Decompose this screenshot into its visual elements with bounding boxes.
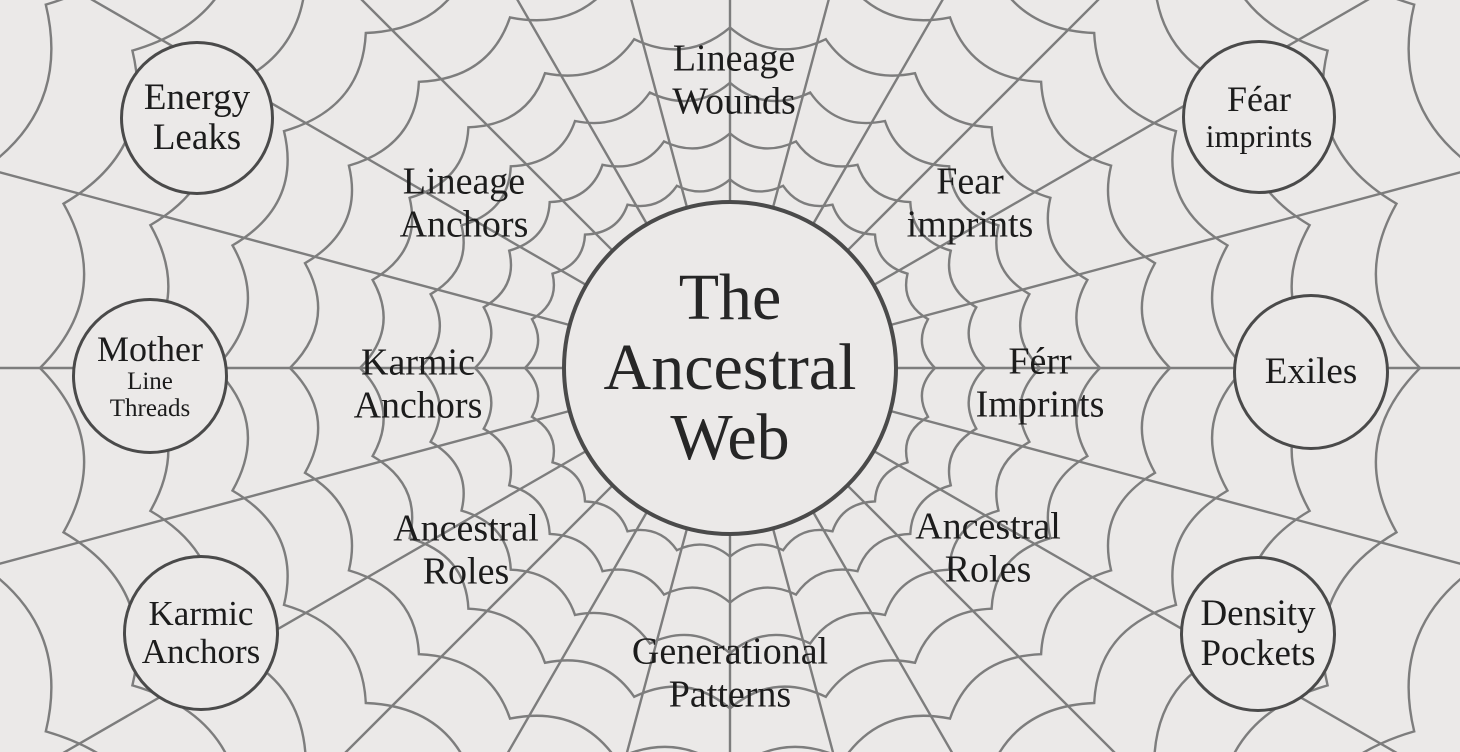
- label-fear-imprints-inner: Fear imprints: [906, 160, 1034, 245]
- label-lineage-wounds: Lineage Wounds: [672, 37, 796, 122]
- center-hub-title: The Ancestral Web: [562, 200, 898, 536]
- node-karmic-anchors: Karmic Anchors: [123, 555, 279, 711]
- label-ancestral-roles-left: Ancestral Roles: [393, 507, 539, 592]
- node-density-pockets: Density Pockets: [1180, 556, 1336, 712]
- node-energy-leaks: Energy Leaks: [120, 41, 274, 195]
- title-line-3: Web: [670, 400, 790, 474]
- node-fear-imprints: Féar imprints: [1182, 40, 1336, 194]
- title-line-2: Ancestral: [603, 331, 857, 405]
- node-mother-line-threads: Mother Line Threads: [72, 298, 228, 454]
- node-exiles: Exiles: [1233, 294, 1389, 450]
- label-karmic-anchors-inner: Karmic Anchors: [353, 341, 483, 426]
- label-ancestral-roles-right: Ancestral Roles: [915, 505, 1061, 590]
- label-ferr-imprints: Férr Imprints: [975, 340, 1105, 425]
- label-lineage-anchors: Lineage Anchors: [399, 160, 529, 245]
- label-generational-patterns: Generational Patterns: [631, 630, 829, 715]
- title-line-1: The: [678, 261, 782, 335]
